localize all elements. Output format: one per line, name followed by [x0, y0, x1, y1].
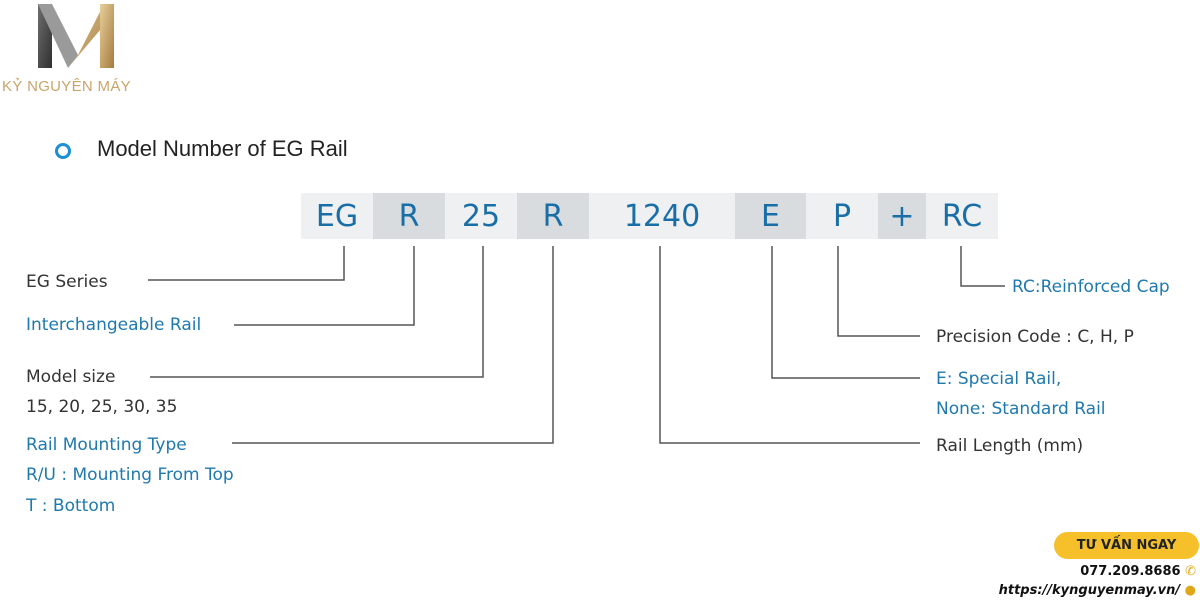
label-reinforced-cap: RC:Reinforced Cap: [1012, 277, 1170, 297]
connector-rail-length: [659, 246, 920, 444]
label-interchangeable-rail: Interchangeable Rail: [26, 315, 202, 335]
diagram-title: Model Number of EG Rail: [97, 136, 348, 161]
connector-special: [771, 246, 920, 379]
circle-bullet-icon: [55, 143, 71, 159]
connector-cap: [960, 246, 1005, 287]
label-rail-length: Rail Length (mm): [936, 436, 1084, 456]
consult-now-button[interactable]: TƯ VẤN NGAY: [1054, 532, 1199, 559]
code-segment-cap: RC: [926, 193, 998, 239]
phone-number[interactable]: 077.209.8686 ✆: [1080, 564, 1196, 579]
code-segment-length: 1240: [589, 193, 735, 239]
label-precision-code: Precision Code : C, H, P: [936, 327, 1134, 347]
code-segment-precision: P: [806, 193, 878, 239]
label-mounting-top: R/U : Mounting From Top: [26, 465, 234, 485]
code-segment-series: EG: [301, 193, 373, 239]
website-text: https://kynguyenmay.vn/: [998, 583, 1181, 598]
code-segment-plus: +: [878, 193, 926, 239]
connector-eg-series: [148, 246, 345, 281]
label-eg-series: EG Series: [26, 272, 108, 292]
label-model-size: Model size: [26, 367, 116, 387]
logo-mark-icon: [38, 4, 114, 68]
connector-interchangeable: [234, 246, 415, 326]
phone-text: 077.209.8686: [1080, 564, 1181, 579]
label-mounting-bottom: T : Bottom: [26, 496, 116, 516]
website-link[interactable]: https://kynguyenmay.vn/ ●: [999, 583, 1196, 598]
label-mounting-type: Rail Mounting Type: [26, 435, 187, 455]
connector-mounting: [232, 246, 554, 444]
brand-logo: KỶ NGUYÊN MÁY: [0, 0, 160, 100]
location-pin-icon: ●: [1184, 583, 1196, 598]
phone-icon: ✆: [1185, 564, 1196, 579]
label-model-size-values: 15, 20, 25, 30, 35: [26, 397, 178, 417]
brand-name: KỶ NGUYÊN MÁY: [2, 78, 131, 95]
code-segment-rail-type: R: [373, 193, 445, 239]
connector-precision: [837, 246, 920, 337]
label-special-rail: E: Special Rail,: [936, 369, 1062, 389]
code-segment-special: E: [735, 193, 806, 239]
code-segment-mounting: R: [517, 193, 589, 239]
label-standard-rail: None: Standard Rail: [936, 399, 1106, 419]
connector-model-size: [150, 246, 484, 378]
code-segment-size: 25: [445, 193, 517, 239]
